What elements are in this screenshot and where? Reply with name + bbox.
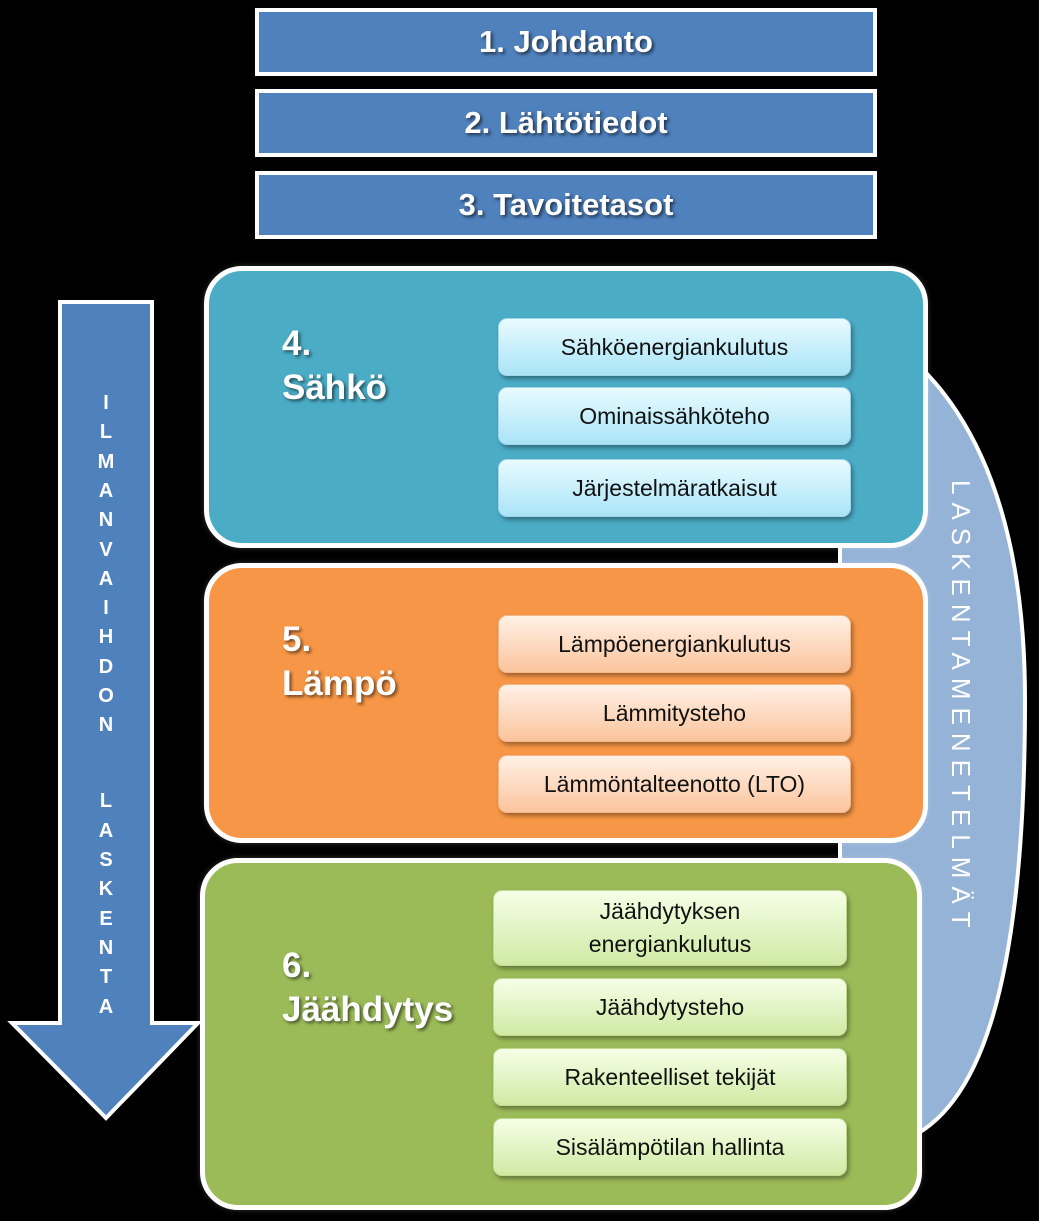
- arrow-letter: N: [98, 714, 114, 737]
- topbar-johdanto: 1. Johdanto: [255, 8, 877, 76]
- item-jarjestelmaratkaisut: Järjestelmäratkaisut: [498, 459, 851, 517]
- item-ominaissahkoteho: Ominaissähköteho: [498, 387, 851, 445]
- item-rakenteelliset-tekijat: Rakenteelliset tekijät: [493, 1048, 847, 1106]
- arrow-letter: N: [98, 509, 114, 532]
- topbar-number: 1.: [479, 24, 505, 59]
- topbar-tavoitetasot: 3. Tavoitetasot: [255, 171, 877, 239]
- arrow-letter: D: [98, 655, 114, 678]
- item-jaahdytyksen-energiankulutus: Jäähdytyksen energiankulutus: [493, 890, 847, 966]
- arrow-letter: N: [98, 936, 114, 959]
- arrow-letter: L: [99, 421, 113, 444]
- arrow-letter: T: [99, 966, 113, 989]
- arrow-letter: I: [103, 597, 109, 620]
- topbar-lahtotiedot: 2. Lähtötiedot: [255, 89, 877, 157]
- item-sisalampotilan-hallinta: Sisälämpötilan hallinta: [493, 1118, 847, 1176]
- item-lto: Lämmöntalteenotto (LTO): [498, 755, 851, 813]
- section-title: 6. Jäähdytys: [282, 944, 453, 1032]
- arrow-letter: S: [99, 849, 113, 872]
- topbar-label: Johdanto: [513, 24, 653, 59]
- topbar-number: 2.: [464, 105, 491, 140]
- section-number: 6.: [282, 946, 312, 985]
- section-title: 5. Lämpö: [282, 618, 397, 706]
- arrow-letter: A: [98, 567, 114, 590]
- arrow-letter: E: [99, 907, 113, 930]
- side-label: LASKENTAMENETELMÄT: [946, 480, 976, 936]
- arrow-letter: A: [98, 995, 114, 1018]
- section-name: Sähkö: [282, 368, 388, 407]
- arrow-letter: H: [98, 626, 114, 649]
- topbar-label: Tavoitetasot: [493, 187, 674, 222]
- arrow-letter: L: [99, 790, 113, 813]
- arrow-letter: O: [98, 685, 114, 707]
- arrow-letter: A: [98, 819, 114, 842]
- topbar-label: Lähtötiedot: [498, 105, 668, 140]
- section-number: 5.: [282, 620, 312, 659]
- arrow-letter: V: [99, 538, 113, 561]
- arrow-letter: A: [98, 479, 114, 502]
- arrow-letter: K: [98, 878, 114, 901]
- item-lammitysteho: Lämmitysteho: [498, 684, 851, 742]
- item-sahkoenergiankulutus: Sähköenergiankulutus: [498, 318, 851, 376]
- section-title: 4. Sähkö: [282, 322, 387, 410]
- arrow-letter: M: [97, 450, 115, 473]
- arrow-letter: I: [103, 392, 109, 414]
- section-name: Lämpö: [282, 664, 397, 703]
- section-number: 4.: [282, 324, 312, 363]
- section-name: Jäähdytys: [282, 990, 454, 1029]
- item-lampoenergiankulutus: Lämpöenergiankulutus: [498, 615, 851, 673]
- topbar-number: 3.: [458, 187, 485, 222]
- item-jaahdytysteho: Jäähdytysteho: [493, 978, 847, 1036]
